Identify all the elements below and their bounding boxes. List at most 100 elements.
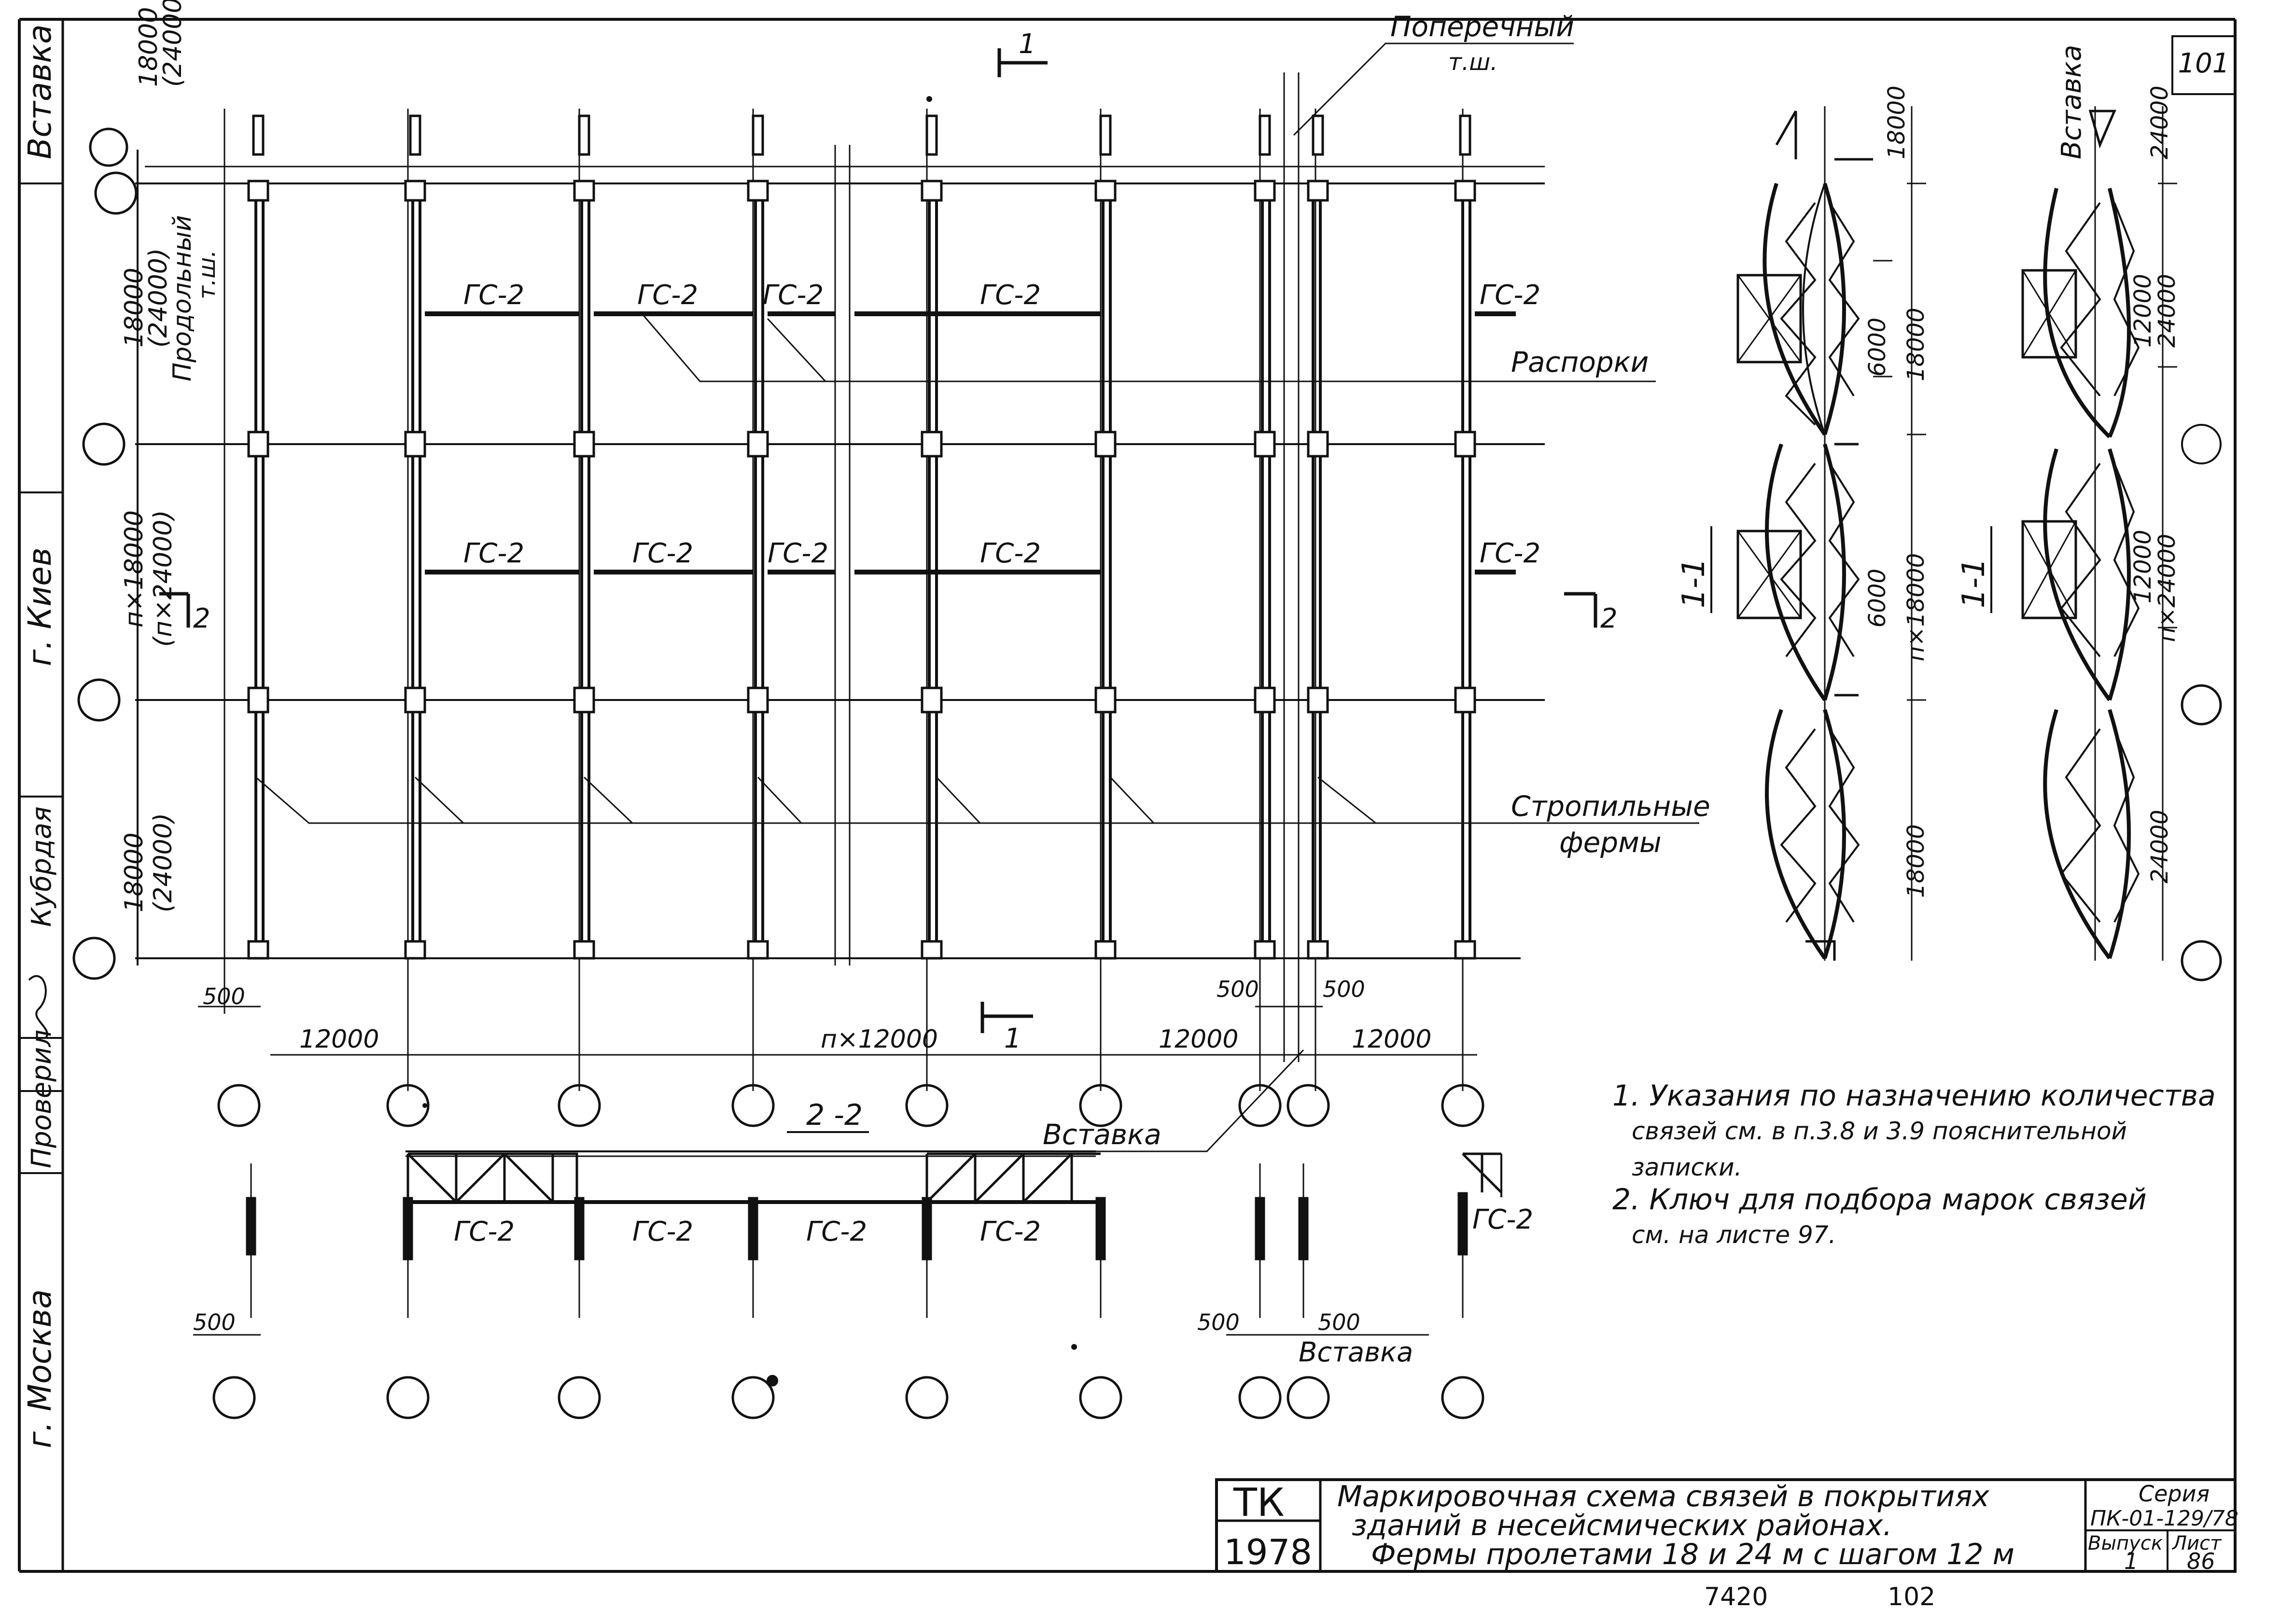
note-line-5: см. на листе 97. bbox=[1632, 1221, 1836, 1249]
dim-12000-3: 12000 bbox=[1352, 1025, 1431, 1054]
axis-circles-plan bbox=[217, 1084, 1484, 1127]
dim-12000-b1: 12000 bbox=[2129, 274, 2156, 348]
stamp-checked: Проверил bbox=[26, 1030, 57, 1168]
bottom-number-1: 7420 bbox=[1704, 1582, 1768, 1611]
section-2-right: 2 bbox=[1600, 603, 1618, 634]
dim-12000-1: 12000 bbox=[299, 1025, 379, 1054]
section-11-24m bbox=[2021, 106, 2222, 981]
plan-dim-lines bbox=[198, 1006, 1477, 1056]
section-2-left: 2 bbox=[193, 603, 210, 634]
dim-span-bottom-alt: (24000) bbox=[149, 813, 178, 912]
dim-span-top-alt: (24000) bbox=[158, 0, 187, 87]
dim-500-section: 500 bbox=[193, 1309, 236, 1335]
sheet-number: 101 bbox=[2178, 48, 2230, 79]
dim-n18000-a: п×18000 bbox=[1902, 553, 1930, 661]
stamp-moscow: г. Москва bbox=[21, 1289, 58, 1448]
gs2-label: ГС-2 bbox=[763, 280, 824, 311]
stamp-kubrdaya: Кубрдая bbox=[26, 806, 57, 927]
stamp-kiev: г. Киев bbox=[21, 547, 58, 666]
section-22-title: 2 -2 bbox=[806, 1098, 863, 1132]
insert-label-plan: Вставка bbox=[1043, 1118, 1161, 1151]
gs2-section-5: ГС-2 bbox=[1472, 1204, 1533, 1235]
truss-6 bbox=[1100, 109, 1112, 1091]
truss-9 bbox=[1461, 109, 1471, 1091]
gs2-label: ГС-2 bbox=[768, 538, 828, 569]
section-11-title-b: 1-1 bbox=[1956, 558, 1992, 608]
series-value: ПК-01-129/78 bbox=[2090, 1506, 2238, 1531]
truss-7 bbox=[1259, 109, 1271, 1091]
truss-3 bbox=[578, 109, 590, 1091]
dim-12000-b2: 12000 bbox=[2129, 530, 2156, 603]
gs2-label: ГС-2 bbox=[463, 538, 524, 569]
bottom-number-2: 102 bbox=[1888, 1582, 1935, 1611]
gs2-label: ГС-2 bbox=[632, 538, 693, 569]
section-22-view bbox=[193, 1150, 1502, 1419]
specks bbox=[422, 96, 1077, 1386]
transverse-short: т.ш. bbox=[1448, 49, 1497, 76]
sheet-label: Лист bbox=[2171, 1532, 2222, 1554]
dim-18000-top-a: 18000 bbox=[1883, 85, 1910, 159]
gs2-label: ГС-2 bbox=[637, 280, 698, 311]
gs2-section-4: ГС-2 bbox=[980, 1216, 1041, 1247]
dim-n12000: п×12000 bbox=[821, 1025, 938, 1054]
note-line-4: 2. Ключ для подбора марок связей bbox=[1612, 1183, 2147, 1217]
dim-span-n-alt: (п×24000) bbox=[149, 510, 178, 647]
dim-span-n: п×18000 bbox=[120, 510, 149, 628]
truss-supports bbox=[247, 114, 1476, 960]
sheet-value: 86 bbox=[2187, 1548, 2215, 1574]
section-1-top: 1 bbox=[1019, 28, 1036, 60]
title-line-1: Маркировочная схема связей в покрытиях bbox=[1337, 1480, 1989, 1513]
gs2-section-1: ГС-2 bbox=[454, 1216, 515, 1247]
rafter-trusses-label-2: фермы bbox=[1559, 826, 1662, 859]
plan-view bbox=[72, 72, 1545, 1062]
section-11-18m bbox=[1736, 106, 1926, 961]
title-line-3: Фермы пролетами 18 и 24 м с шагом 12 м bbox=[1371, 1538, 2014, 1571]
transverse-label: Поперечный bbox=[1390, 10, 1574, 43]
section-11-title-a: 1-1 bbox=[1676, 558, 1712, 608]
truss-4 bbox=[752, 109, 764, 1091]
section-markers bbox=[159, 48, 1597, 1033]
gs2-label: ГС-2 bbox=[463, 280, 524, 311]
dim-span-1: 18000 bbox=[120, 268, 149, 348]
gs2-labels-plan: ГС-2 ГС-2 ГС-2 ГС-2 ГС-2 ГС-2 ГС-2 ГС-2 … bbox=[463, 280, 1540, 569]
dim-span-1-alt: (24000) bbox=[144, 248, 173, 348]
gs2-section-3: ГС-2 bbox=[806, 1216, 867, 1247]
dim-500-plan: 500 bbox=[203, 983, 245, 1009]
dim-500-plan-r1: 500 bbox=[1217, 976, 1259, 1002]
dim-span-top: 18000 bbox=[134, 7, 163, 87]
dim-24000-b2: 24000 bbox=[2146, 810, 2173, 883]
note-line-1: 1. Указания по назначению количества bbox=[1612, 1079, 2216, 1113]
leader-lines bbox=[255, 42, 1699, 1152]
title-line-2: зданий в несейсмических районах. bbox=[1352, 1509, 1892, 1542]
longitudinal-label: Продольный bbox=[168, 215, 197, 381]
insert-label-section-b: Вставка bbox=[2056, 45, 2087, 159]
dim-18000-a2: 18000 bbox=[1902, 824, 1930, 898]
series-label: Серия bbox=[2139, 1481, 2210, 1507]
gs2-section-2: ГС-2 bbox=[632, 1216, 693, 1247]
dim-span-bottom: 18000 bbox=[120, 833, 149, 912]
dim-18000-a1: 18000 bbox=[1902, 308, 1930, 381]
gs2-label: ГС-2 bbox=[980, 280, 1041, 311]
signature bbox=[28, 975, 48, 1039]
note-line-2: связей см. в п.3.8 и 3.9 пояснительной bbox=[1632, 1117, 2127, 1145]
notes: 1. Указания по назначению количества свя… bbox=[1612, 1079, 2216, 1249]
dim-500-section-r2: 500 bbox=[1318, 1309, 1360, 1335]
dim-24000-b1: 24000 bbox=[2154, 274, 2181, 348]
dim-500-plan-r2: 500 bbox=[1323, 976, 1365, 1002]
section-1-bottom: 1 bbox=[1004, 1023, 1021, 1054]
rafter-trusses-label-1: Стропильные bbox=[1511, 790, 1710, 823]
title-block bbox=[1215, 1478, 2237, 1573]
dim-12000-2: 12000 bbox=[1159, 1025, 1238, 1054]
dim-6000-a1: 6000 bbox=[1864, 318, 1891, 377]
title-year: 1978 bbox=[1224, 1532, 1312, 1572]
dim-6000-a2: 6000 bbox=[1864, 569, 1891, 628]
gs2-label: ГС-2 bbox=[1480, 538, 1540, 569]
issue-label: Выпуск bbox=[2088, 1532, 2163, 1554]
issue-value: 1 bbox=[2124, 1548, 2138, 1574]
insert-label-section: Вставка bbox=[1299, 1337, 1413, 1368]
gs2-label: ГС-2 bbox=[1480, 280, 1540, 311]
struts-label: Распорки bbox=[1511, 346, 1649, 378]
dim-500-section-r1: 500 bbox=[1197, 1309, 1240, 1335]
title-org: ТК bbox=[1233, 1480, 1285, 1525]
